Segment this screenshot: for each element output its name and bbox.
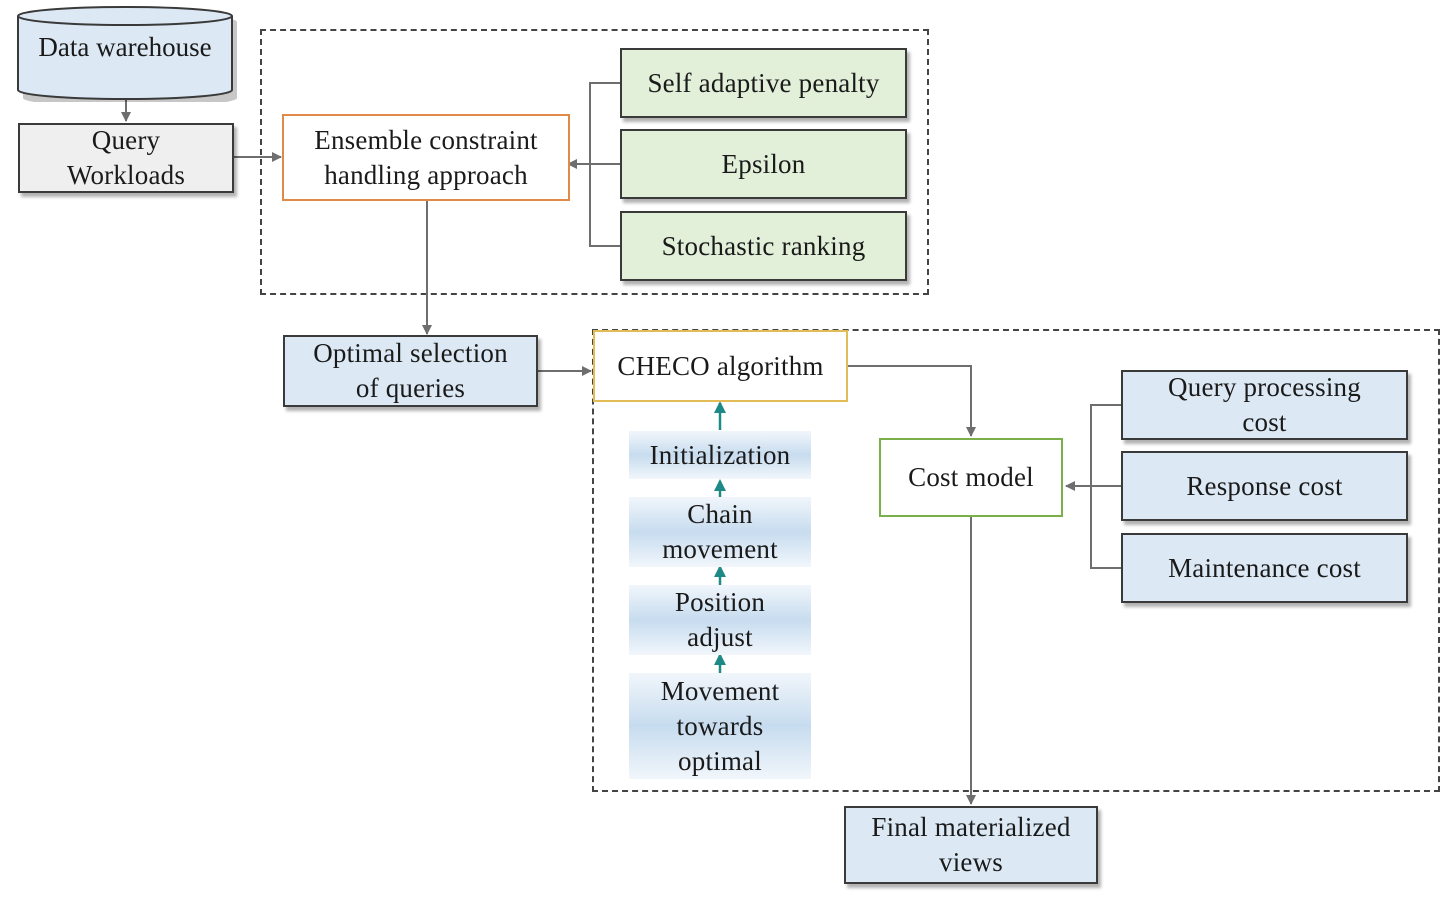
- stochastic-ranking-node: Stochastic ranking: [620, 211, 907, 281]
- final-materialized-views-label: Final materialized views: [871, 812, 1071, 877]
- cost-model-label: Cost model: [908, 462, 1034, 492]
- data-warehouse-label: Data warehouse: [38, 32, 212, 62]
- checo-group: [592, 329, 1440, 792]
- optimal-selection-label: Optimal selection of queries: [313, 338, 508, 403]
- movement-towards-optimal-step: Movement towards optimal: [629, 673, 811, 779]
- checo-algorithm-label: CHECO algorithm: [617, 350, 824, 381]
- maintenance-cost-node: Maintenance cost: [1121, 533, 1408, 603]
- epsilon-node: Epsilon: [620, 129, 907, 199]
- position-adjust-label: Position adjust: [674, 587, 766, 652]
- constraint-handling-group: [260, 29, 929, 295]
- initialization-step: Initialization: [629, 431, 811, 479]
- data-warehouse-node: Data warehouse: [16, 4, 237, 102]
- chain-movement-label: Chain movement: [662, 499, 778, 564]
- initialization-label: Initialization: [649, 439, 791, 470]
- maintenance-cost-label: Maintenance cost: [1168, 552, 1361, 583]
- self-adaptive-penalty-node: Self adaptive penalty: [620, 48, 907, 118]
- query-workloads-node: Query Workloads: [18, 123, 234, 193]
- query-workloads-label: Query Workloads: [66, 125, 186, 190]
- movement-towards-optimal-label: Movement towards optimal: [660, 675, 780, 776]
- stochastic-ranking-label: Stochastic ranking: [661, 230, 866, 261]
- checo-algorithm-node: CHECO algorithm: [593, 330, 848, 402]
- position-adjust-step: Position adjust: [629, 585, 811, 655]
- epsilon-label: Epsilon: [721, 148, 806, 179]
- self-adaptive-penalty-label: Self adaptive penalty: [647, 67, 880, 98]
- final-materialized-views-node: Final materialized views: [844, 806, 1098, 884]
- response-cost-label: Response cost: [1186, 470, 1343, 501]
- response-cost-node: Response cost: [1121, 451, 1408, 521]
- query-processing-cost-node: Query processing cost: [1121, 370, 1408, 440]
- query-processing-cost-label: Query processing cost: [1168, 372, 1361, 437]
- cost-model-node: Cost model: [879, 438, 1063, 517]
- ensemble-approach-label: Ensemble constraint handling approach: [314, 124, 538, 190]
- database-icon: [17, 6, 237, 102]
- optimal-selection-node: Optimal selection of queries: [283, 335, 538, 407]
- ensemble-approach-node: Ensemble constraint handling approach: [282, 114, 570, 201]
- chain-movement-step: Chain movement: [629, 497, 811, 567]
